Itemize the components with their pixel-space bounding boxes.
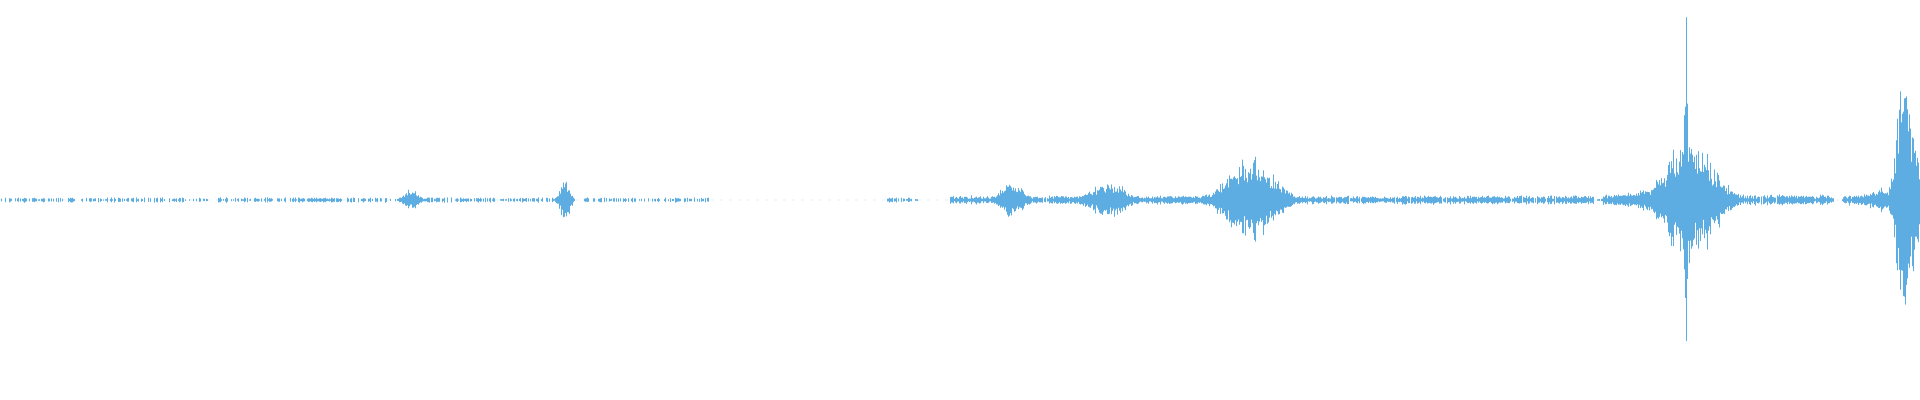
- waveform-trace: [0, 17, 1920, 341]
- waveform-path: [1, 17, 1920, 341]
